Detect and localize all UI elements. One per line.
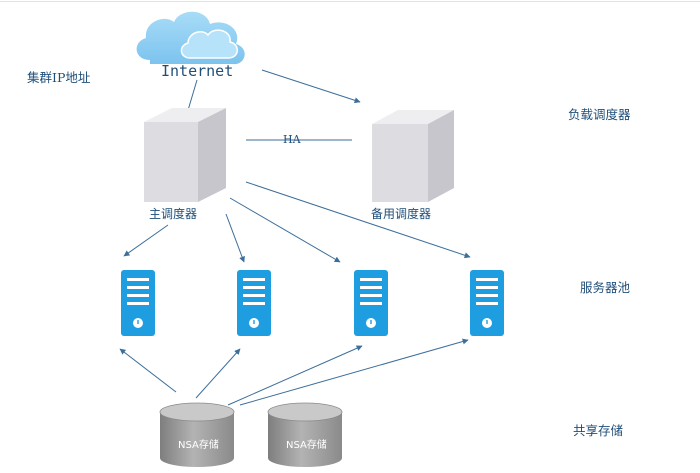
backup-scheduler-icon [372, 110, 454, 202]
arrow-storage-server4 [239, 338, 469, 406]
shared-storage-label: 共享存储 [573, 423, 624, 438]
cloud-icon [136, 11, 245, 65]
rack-server-3-icon [354, 270, 388, 336]
primary-scheduler-icon [144, 108, 226, 202]
arrow-primary-server1 [123, 224, 169, 257]
rack-server-2-icon [237, 270, 271, 336]
backup-scheduler-label: 备用调度器 [371, 207, 432, 221]
cluster-ip-label: 集群IP地址 [27, 70, 91, 85]
rack-server-1-icon [121, 270, 155, 336]
storage-cylinder-1-icon [159, 402, 235, 467]
arrow-storage-server1 [119, 348, 177, 393]
storage-2-label: NSA存储 [286, 440, 327, 451]
rack-server-4-icon [470, 270, 504, 336]
arrow-primary-server2 [225, 213, 245, 263]
load-scheduler-label: 负载调度器 [568, 107, 631, 122]
arrow-primary-server3 [229, 197, 341, 263]
top-divider [0, 1, 700, 2]
storage-cylinder-2-icon [267, 402, 343, 467]
connection-lines [119, 69, 471, 406]
primary-scheduler-label: 主调度器 [149, 207, 198, 221]
internet-label: Internet [161, 62, 234, 80]
storage-1-label: NSA存储 [178, 440, 219, 451]
ha-label: HA [283, 133, 301, 146]
arrow-storage-server2 [195, 348, 241, 399]
arrow-storage-server3 [227, 345, 363, 406]
server-pool-label: 服务器池 [580, 280, 631, 295]
arrow-primary-server4 [245, 181, 471, 259]
arrow-internet-backup [261, 69, 361, 104]
